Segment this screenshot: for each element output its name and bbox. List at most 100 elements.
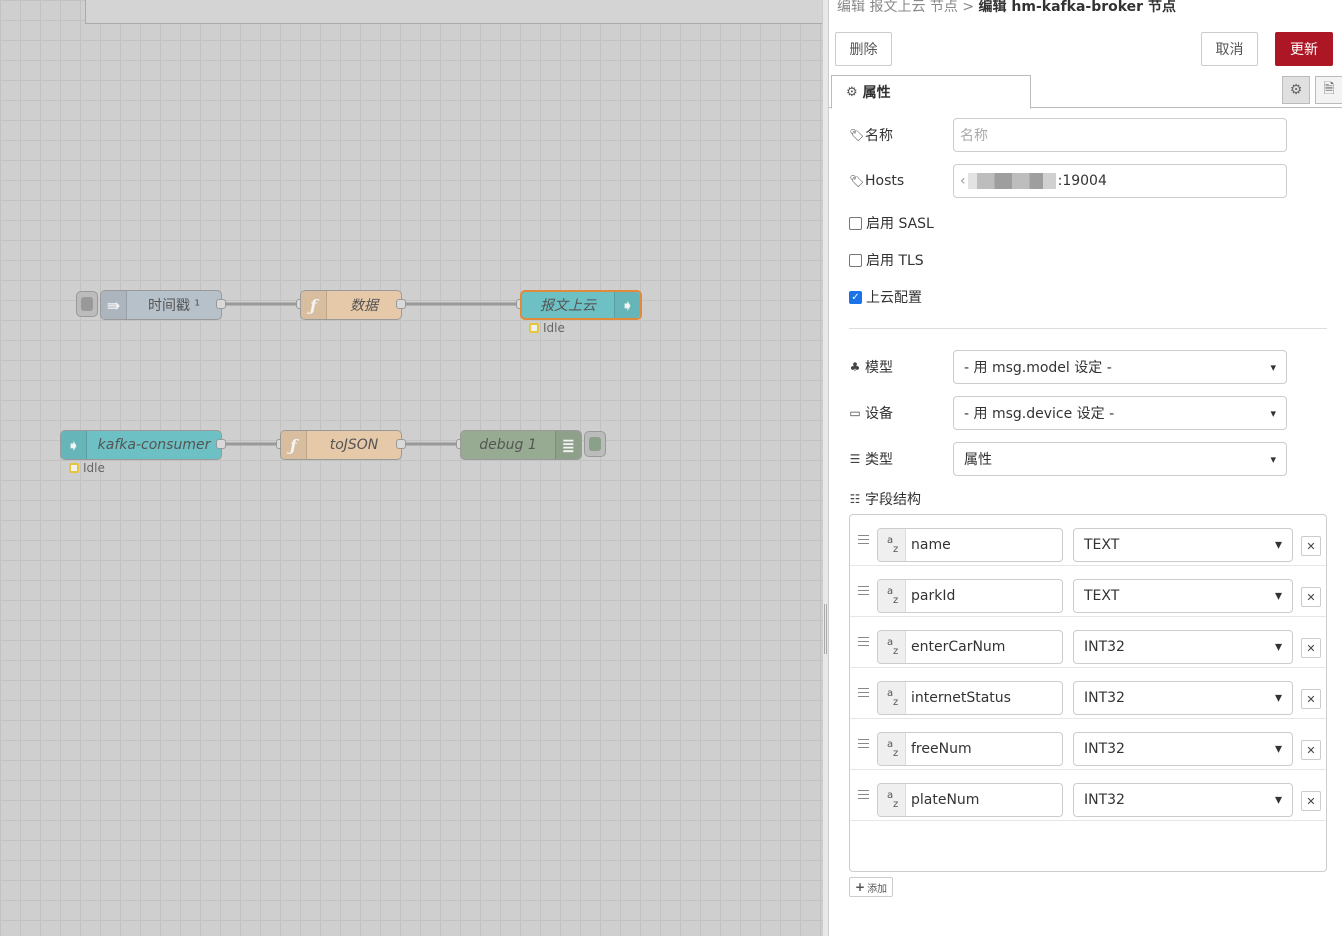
cloud-config-label[interactable]: 上云配置 [866, 290, 922, 306]
field-type-select[interactable]: INT32▾ [1073, 681, 1293, 715]
function-icon: ƒ [301, 291, 327, 319]
field-type-select[interactable]: INT32▾ [1073, 783, 1293, 817]
hosts-suffix: :19004 [1057, 173, 1107, 189]
drag-handle-icon[interactable] [858, 688, 869, 697]
model-row: ♣模型 - 用 msg.model 设定 -▾ [849, 350, 1287, 384]
tab-properties[interactable]: ⚙ 属性 [831, 75, 1031, 109]
type-select[interactable]: 属性▾ [953, 442, 1287, 476]
update-button[interactable]: 更新 [1275, 32, 1333, 66]
cloud-config-row: ✓ 上云配置 [849, 287, 922, 307]
tls-checkbox[interactable] [849, 253, 862, 267]
device-row: ▭设备 - 用 msg.device 设定 -▾ [849, 396, 1287, 430]
node-status: Idle [69, 461, 105, 475]
output-port[interactable] [396, 299, 406, 309]
drag-handle-icon[interactable] [858, 586, 869, 595]
status-ring-icon [69, 463, 79, 473]
settings-tab-button[interactable]: ⚙ [1282, 76, 1310, 104]
type-label: 类型 [865, 452, 893, 468]
plus-icon: + [855, 880, 866, 894]
remove-field-button[interactable]: ✕ [1301, 587, 1321, 607]
breadcrumb-separator: > [962, 0, 975, 15]
model-select[interactable]: - 用 msg.model 设定 -▾ [953, 350, 1287, 384]
splitter-grip[interactable] [824, 604, 827, 654]
remove-field-button[interactable]: ✕ [1301, 791, 1321, 811]
hosts-input[interactable]: ‹ :19004 [953, 164, 1287, 198]
delete-button[interactable]: 删除 [835, 32, 892, 66]
close-icon: ✕ [1306, 794, 1316, 808]
tag-icon: 🏷 [849, 128, 865, 142]
sasl-label[interactable]: 启用 SASL [866, 216, 934, 232]
add-field-button[interactable]: + 添加 [849, 877, 894, 897]
output-port[interactable] [216, 299, 226, 309]
field-type-select[interactable]: INT32▾ [1073, 732, 1293, 766]
field-type-select[interactable]: TEXT▾ [1073, 579, 1293, 613]
editor-tabs: ⚙ 属性 ⚙ 🗎 [829, 72, 1342, 109]
hosts-row: 🏷Hosts ‹ :19004 [849, 164, 1287, 198]
field-type-select[interactable]: INT32▾ [1073, 630, 1293, 664]
report-cloud-node[interactable]: 报文上云 ➧ [520, 290, 642, 320]
breadcrumb-current: 编辑 hm-kafka-broker 节点 [978, 0, 1176, 15]
debug-list-icon: ≣ [555, 431, 581, 459]
chevron-down-icon: ▾ [1274, 537, 1282, 553]
workspace-tab-strip [85, 0, 822, 24]
close-icon: ✕ [1306, 590, 1316, 604]
flow-canvas[interactable]: ⇛ 时间戳 ¹ ƒ 数据 报文上云 ➧ Idle ➧ kafka-consume… [0, 0, 822, 936]
function-node-tojson[interactable]: ƒ toJSON [280, 430, 402, 460]
inject-trigger-button[interactable] [76, 291, 98, 317]
node-editor-tray: 编辑 报文上云 节点 > 编辑 hm-kafka-broker 节点 删除 取消… [829, 0, 1342, 936]
close-icon: ✕ [1306, 641, 1316, 655]
chevron-down-icon: ▾ [1274, 741, 1282, 757]
output-port[interactable] [396, 439, 406, 449]
output-port[interactable] [216, 439, 226, 449]
sasl-checkbox[interactable] [849, 216, 862, 230]
breadcrumb: 编辑 报文上云 节点 > 编辑 hm-kafka-broker 节点 [837, 0, 1176, 16]
arrow-out-icon: ➧ [614, 292, 640, 318]
chevron-down-icon: ▾ [1274, 588, 1282, 604]
status-ring-icon [529, 323, 539, 333]
cancel-button[interactable]: 取消 [1201, 32, 1258, 66]
tls-label[interactable]: 启用 TLS [866, 253, 924, 269]
remove-field-button[interactable]: ✕ [1301, 536, 1321, 556]
cloud-config-checkbox[interactable]: ✓ [849, 290, 862, 304]
chevron-down-icon: ▾ [1274, 690, 1282, 706]
drag-handle-icon[interactable] [858, 535, 869, 544]
drag-handle-icon[interactable] [858, 739, 869, 748]
drag-handle-icon[interactable] [858, 790, 869, 799]
remove-field-button[interactable]: ✕ [1301, 740, 1321, 760]
chevron-down-icon: ▾ [1270, 360, 1276, 374]
kafka-consumer-node[interactable]: ➧ kafka-consumer [60, 430, 222, 460]
node-label: 报文上云 [540, 298, 596, 314]
function-node-data[interactable]: ƒ 数据 [300, 290, 402, 320]
name-input[interactable]: 名称 [953, 118, 1287, 152]
debug-node[interactable]: debug 1 ≣ [460, 430, 582, 460]
document-icon: 🗎 [1323, 81, 1335, 97]
description-tab-button[interactable]: 🗎 [1315, 76, 1342, 104]
device-select[interactable]: - 用 msg.device 设定 -▾ [953, 396, 1287, 430]
field-type-select[interactable]: TEXT▾ [1073, 528, 1293, 562]
inject-node[interactable]: ⇛ 时间戳 ¹ [100, 290, 222, 320]
remove-field-button[interactable]: ✕ [1301, 638, 1321, 658]
remove-field-button[interactable]: ✕ [1301, 689, 1321, 709]
breadcrumb-parent[interactable]: 编辑 报文上云 节点 [837, 0, 958, 15]
panel-splitter[interactable] [822, 0, 829, 936]
drag-handle-icon[interactable] [858, 637, 869, 646]
gear-icon: ⚙ [846, 84, 858, 100]
debug-toggle-button[interactable] [584, 431, 606, 457]
chevron-down-icon: ▾ [1274, 639, 1282, 655]
